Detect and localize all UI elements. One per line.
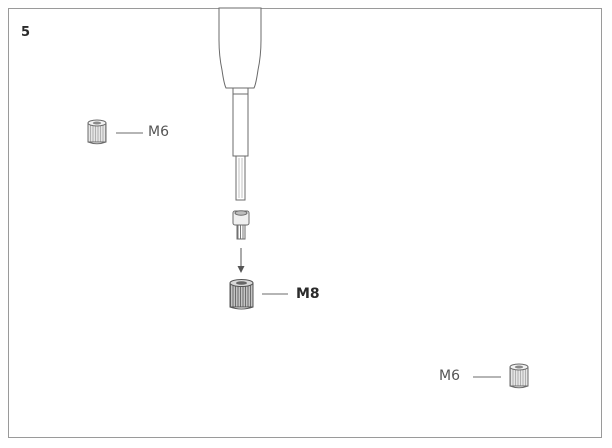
threaded-insert-icon (87, 119, 107, 145)
threaded-insert-icon (229, 279, 254, 310)
hex-screwdriver-icon (218, 7, 262, 201)
m6-top-label: M6 (148, 124, 169, 140)
panel-frame (8, 8, 602, 438)
threaded-insert-icon (509, 363, 529, 389)
m8-label: M8 (296, 286, 320, 302)
socket-bolt-icon (232, 210, 250, 240)
step-number: 5 (21, 25, 31, 40)
m6-bottom-label: M6 (439, 368, 460, 384)
down-arrow-icon (237, 248, 245, 273)
